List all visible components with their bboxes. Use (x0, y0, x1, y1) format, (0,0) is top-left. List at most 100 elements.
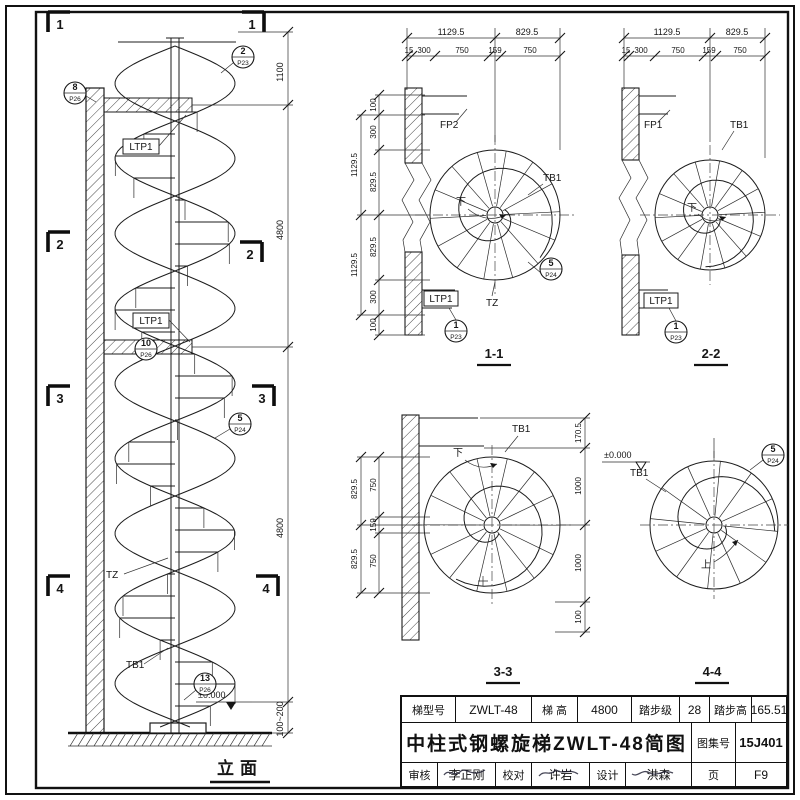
svg-text:1129.5: 1129.5 (350, 253, 359, 277)
svg-text:P26: P26 (199, 687, 211, 694)
svg-text:8: 8 (72, 82, 77, 92)
plan22-labels: FP1 TB1 下 LTP1 (643, 109, 749, 309)
section-mark-4-right: 4 (256, 574, 280, 596)
svg-text:5: 5 (770, 444, 775, 454)
title-block-row-specs: 梯型号 ZWLT-48 梯 高 4800 踏步级 28 踏步高 165.51 (402, 697, 786, 723)
svg-text:4: 4 (262, 581, 270, 596)
svg-text:750: 750 (523, 46, 537, 55)
svg-text:829.5: 829.5 (350, 548, 359, 569)
tread-radials (655, 160, 765, 270)
svg-text:750: 750 (369, 554, 378, 568)
svg-text:P24: P24 (234, 427, 246, 434)
direction-up: 上 (701, 559, 711, 571)
riser-height-label: 踏步高 (710, 697, 752, 722)
ltp1-text: LTP1 (139, 316, 163, 327)
svg-text:1129.5: 1129.5 (438, 27, 465, 37)
detail-callout-5: 5 P24 (749, 443, 785, 471)
direction-down: 下 (687, 203, 697, 214)
label-tb1: TB1 (543, 173, 562, 184)
label-tz: TZ (106, 557, 169, 581)
page-number: F9 (753, 767, 768, 782)
svg-text:1: 1 (673, 321, 678, 331)
label-tb1: TB1 (126, 647, 169, 671)
plan11-left-dims: 1129.5 1129.5 100 300 829.5 829.5 300 10… (350, 89, 430, 341)
title-block: 梯型号 ZWLT-48 梯 高 4800 踏步级 28 踏步高 165.51 中… (400, 695, 788, 788)
svg-text:300: 300 (369, 290, 378, 304)
plan22-top-dims: 1129.5 829.5 15 300 750 159 750 (618, 27, 771, 158)
tread-count-label: 踏步级 (632, 697, 680, 722)
dim-foundation: 100~200 (275, 701, 285, 736)
center-column (118, 37, 236, 733)
tread-radials (423, 458, 561, 592)
svg-text:1129.5: 1129.5 (350, 153, 359, 177)
level-marker: ±0.000 (602, 450, 650, 471)
atlas-number: 15J401 (739, 735, 783, 750)
label-tb1: TB1 (630, 468, 649, 479)
svg-text:±0.000: ±0.000 (198, 690, 225, 700)
svg-text:4: 4 (56, 581, 64, 596)
svg-text:300: 300 (417, 46, 431, 55)
svg-text:750: 750 (733, 46, 747, 55)
check-label: 校对 (496, 763, 532, 786)
detail-callout-5: 5 P24 (214, 412, 252, 439)
label-tb1: TB1 (730, 120, 749, 131)
detail-callout-10: 10 P26 (134, 337, 158, 361)
svg-text:159: 159 (702, 46, 716, 55)
plan22-title: 2-2 (694, 346, 728, 367)
label-fp1: FP1 (644, 120, 663, 131)
svg-text:829.5: 829.5 (369, 171, 378, 192)
plan11-labels: FP2 TB1 下 LTP1 TZ (423, 108, 562, 309)
landing-platform (639, 95, 676, 309)
design-label: 设计 (590, 763, 626, 786)
signature-scribble (631, 770, 674, 776)
svg-text:3: 3 (56, 391, 63, 406)
svg-text:100: 100 (574, 610, 583, 624)
wall-hatch (85, 87, 193, 734)
spiral-stair-elevation (114, 45, 236, 728)
svg-text:±0.000: ±0.000 (604, 450, 631, 460)
landing-platform (419, 417, 484, 447)
svg-text:P26: P26 (140, 352, 152, 359)
section-mark-3-right: 3 (252, 384, 276, 406)
plan33-right-dims: 170.5 1000 1000 100 (480, 412, 591, 638)
wall-hatch (401, 87, 432, 336)
signature-scribble (443, 769, 486, 776)
svg-text:5: 5 (237, 413, 242, 423)
svg-text:829.5: 829.5 (350, 478, 359, 499)
svg-text:13: 13 (200, 673, 210, 683)
title-block-row-title: 中柱式钢螺旋梯ZWLT-48简图 图集号 15J401 (402, 723, 786, 763)
plan11-top-dims: 1129.5 829.5 15 300 750 159 750 (401, 27, 566, 150)
plan44-title: 4-4 (695, 664, 729, 685)
plan-view-2-2: 1129.5 829.5 15 300 750 159 750 FP1 TB1 … (618, 27, 780, 367)
svg-text:2: 2 (246, 247, 253, 262)
svg-text:15: 15 (622, 46, 631, 55)
svg-text:300: 300 (369, 125, 378, 139)
direction-down: 下 (453, 448, 463, 459)
stair-model-value: ZWLT-48 (456, 697, 532, 722)
signature-scribble (538, 769, 579, 777)
elevation-dim-chain: 1100 4800 4800 100~200 (192, 26, 294, 739)
svg-text:829.5: 829.5 (516, 27, 539, 37)
plan-view-4-4: ±0.000 TB1 上 5 P24 4-4 (602, 438, 788, 685)
plan11-title: 1-1 (477, 346, 511, 367)
page-label: 页 (692, 763, 736, 786)
stair-model-label: 梯型号 (402, 697, 456, 722)
svg-text:P24: P24 (767, 458, 779, 465)
plan-view-1-1: 1129.5 829.5 15 300 750 159 750 1129.5 1… (350, 27, 575, 367)
svg-text:15: 15 (405, 46, 414, 55)
drawing-title: 中柱式钢螺旋梯ZWLT-48简图 (402, 723, 692, 762)
label-ltp1: LTP1 (649, 296, 673, 307)
svg-text:1: 1 (248, 17, 255, 32)
plan44-labels: TB1 上 (630, 468, 739, 571)
tread-radials (650, 461, 778, 589)
svg-text:829.5: 829.5 (726, 27, 749, 37)
svg-text:100: 100 (369, 98, 378, 112)
detail-callout-13: 13 P26 (183, 672, 217, 701)
label-ltp1-lower: LTP1 (132, 312, 191, 343)
svg-text:159: 159 (488, 46, 502, 55)
svg-text:P23: P23 (450, 334, 462, 341)
label-tz: TZ (486, 298, 498, 309)
tread-radials (430, 150, 560, 280)
